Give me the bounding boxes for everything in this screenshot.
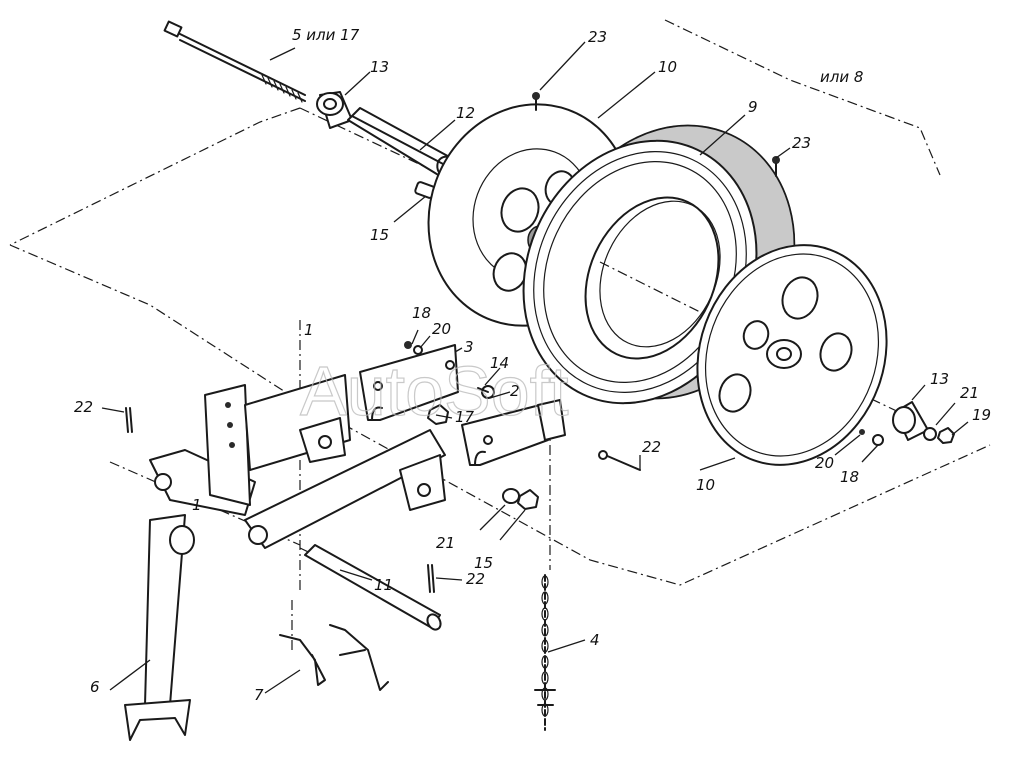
label-13-upper: 13 [370,58,389,76]
label-11: 11 [374,576,393,594]
bushing-upper-part [316,91,353,129]
label-2: 2 [510,382,520,400]
support-leg-part [124,514,195,741]
label-19: 19 [972,406,991,424]
wheel-disc-front-part [696,156,888,466]
label-1-top: 1 [304,321,314,339]
label-6: 6 [90,678,100,696]
label-14: 14 [490,354,509,372]
label-18-right: 18 [840,468,859,486]
label-9: 9 [748,98,758,116]
label-21-right: 21 [960,384,979,402]
label-20-right: 20 [815,454,834,472]
rod-part [304,544,442,631]
bracket-frame-part [149,374,446,549]
label-21-lower: 21 [436,534,455,552]
label-17: 17 [455,408,475,426]
label-1-left: 1 [192,496,202,514]
label-22-right: 22 [642,438,661,456]
side-plate-part [461,399,641,471]
label-15-upper: 15 [370,226,389,244]
spring-clip-part [279,624,389,691]
label-10-lower: 10 [696,476,715,494]
label-18-top: 18 [412,304,431,322]
label-13-lower: 13 [930,370,949,388]
label-23-right: 23 [792,134,811,152]
label-5-or-17: 5 или 17 [292,26,360,44]
plate-3-part [359,344,459,421]
label-22-left: 22 [74,398,93,416]
label-10-upper: 10 [658,58,677,76]
callout-labels: 5 или 17 13 12 15 23 10 или 8 9 23 1 18 … [74,26,991,704]
label-22-lower: 22 [466,570,485,588]
label-23-left: 23 [588,28,607,46]
cotter-pins-part [125,407,435,593]
label-12: 12 [456,104,475,122]
leader-lines [101,41,969,694]
long-bolt-part [163,20,306,103]
label-or-8: или 8 [820,68,863,86]
hub-fasteners-part [859,401,955,446]
small-fasteners-part [404,341,495,425]
chain-part [534,574,556,731]
watermark-text: AutoSoft [300,352,569,430]
bracket-nuts-part [502,488,539,510]
label-3: 3 [464,338,474,356]
label-20-top: 20 [432,320,451,338]
label-15-lower: 15 [474,554,493,572]
label-7: 7 [254,686,264,704]
label-4: 4 [590,631,600,649]
